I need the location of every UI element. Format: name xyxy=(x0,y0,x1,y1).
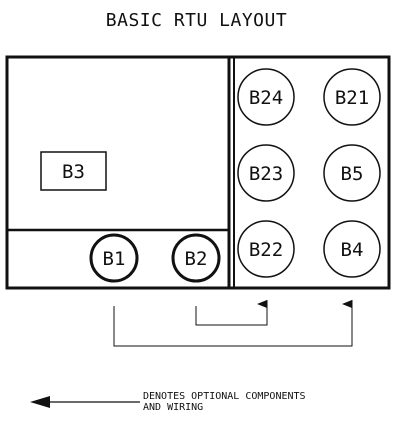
legend-arrowhead xyxy=(30,396,50,408)
b4-component-circle xyxy=(323,220,381,278)
legend-text-line1: DENOTES OPTIONAL COMPONENTS xyxy=(143,391,306,402)
b3-component-box xyxy=(40,151,107,191)
diagram-title: BASIC RTU LAYOUT xyxy=(105,10,288,31)
b5-component-circle xyxy=(323,144,381,202)
b24-label: B24 xyxy=(249,87,283,109)
b1-label: B1 xyxy=(103,248,126,270)
b21-component-circle xyxy=(323,68,381,126)
optional-wiring-b2-b22 xyxy=(195,300,268,326)
b22-component-circle xyxy=(237,220,295,278)
b2-label: B2 xyxy=(185,248,208,270)
b22-label: B22 xyxy=(249,239,283,261)
b21-label: B21 xyxy=(335,87,369,109)
optional-wiring-b1-b4 xyxy=(113,300,353,347)
b23-label: B23 xyxy=(249,163,283,185)
b5-label: B5 xyxy=(341,163,364,185)
b3-label: B3 xyxy=(62,161,85,183)
rtu-enclosure xyxy=(5,55,391,290)
b1-component-circle xyxy=(89,233,139,283)
b23-component-circle xyxy=(237,144,295,202)
legend-text-line2: AND WIRING xyxy=(143,402,203,413)
b24-component-circle xyxy=(237,68,295,126)
b2-component-circle xyxy=(171,233,221,283)
b4-label: B4 xyxy=(341,239,364,261)
